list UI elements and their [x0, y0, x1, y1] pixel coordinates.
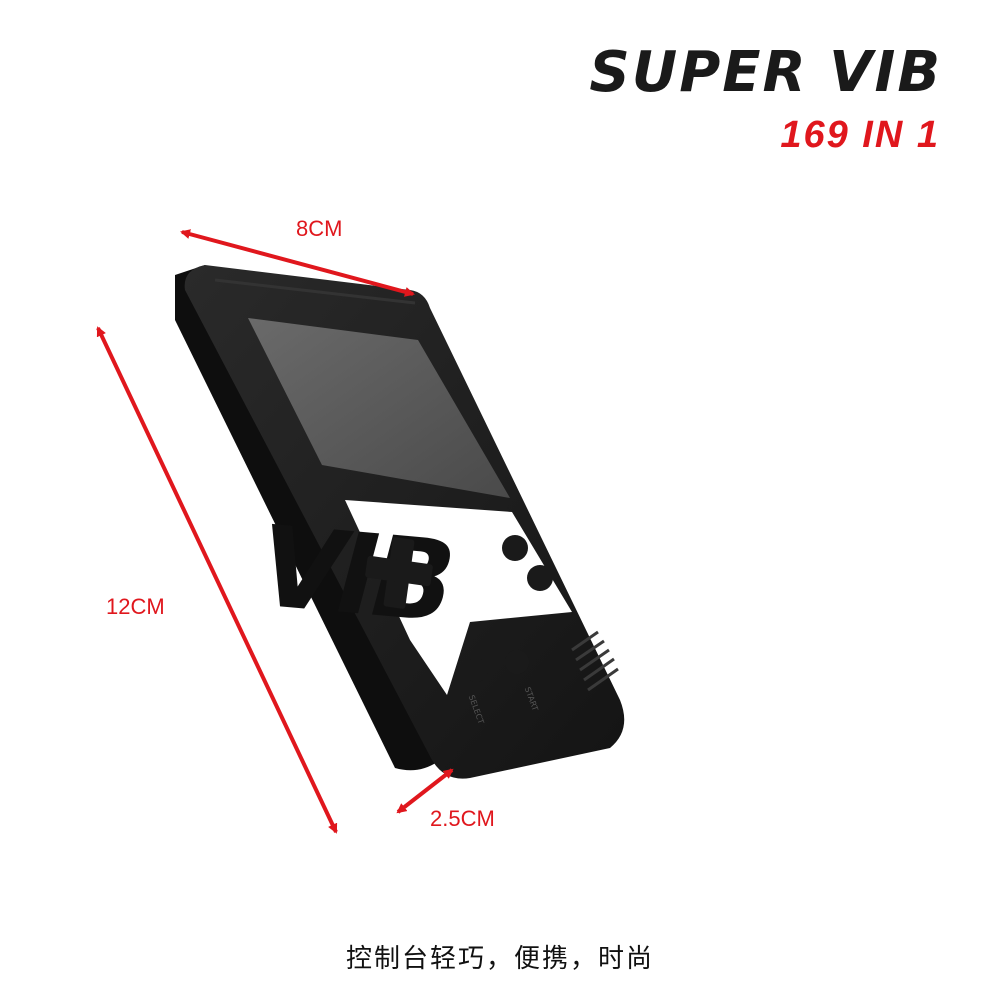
depth-dimension-label: 2.5CM: [430, 806, 495, 831]
height-dimension-label: 12CM: [106, 594, 165, 619]
vib-logo: VIB: [243, 503, 465, 647]
button-a[interactable]: [502, 535, 528, 561]
select-button[interactable]: [464, 658, 488, 682]
d-pad[interactable]: [365, 537, 433, 609]
width-dimension-label: 8CM: [296, 216, 343, 241]
start-button[interactable]: [505, 650, 529, 674]
depth-arrow: [396, 768, 454, 814]
height-arrow: [96, 326, 338, 834]
width-arrow: [180, 229, 415, 297]
brand-title: SUPER VIB: [589, 40, 942, 105]
brand-subtitle: 169 IN 1: [780, 114, 940, 156]
speaker-grille: [571, 630, 619, 692]
button-b[interactable]: [527, 565, 553, 591]
product-caption: 控制台轻巧，便携，时尚: [345, 944, 654, 974]
